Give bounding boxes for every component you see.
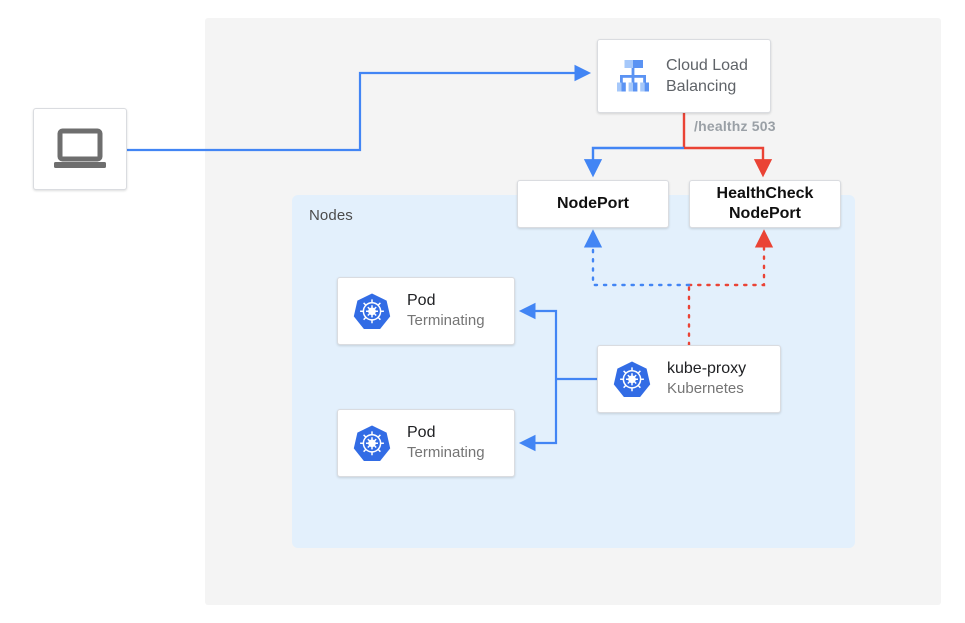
cloud-load-balancing-icon: [611, 54, 655, 98]
laptop-icon: [52, 125, 108, 173]
cloud-load-balancing-label-line1: Cloud Load: [666, 57, 748, 74]
pod-title: Pod: [407, 292, 436, 309]
nodeport-label: NodePort: [557, 195, 629, 212]
healthcheck-nodeport-label-line1: HealthCheck: [716, 185, 814, 202]
pod-status: Terminating: [407, 444, 485, 461]
cloud-load-balancing-label-line2: Balancing: [666, 78, 737, 95]
kube-proxy-labels: kube-proxy Kubernetes: [667, 359, 746, 399]
kube-proxy-card[interactable]: kube-proxy Kubernetes: [597, 345, 781, 413]
nodeport-card[interactable]: NodePort: [517, 180, 669, 228]
healthcheck-nodeport-label-line2: NodePort: [728, 205, 801, 222]
nodes-panel-label: Nodes: [309, 207, 353, 224]
kubernetes-icon: [612, 359, 652, 399]
kubernetes-icon: [352, 423, 392, 463]
client-laptop-card[interactable]: [33, 108, 127, 190]
pod-title: Pod: [407, 424, 436, 441]
cloud-load-balancing-label: Cloud Load Balancing: [666, 55, 748, 97]
pod-labels: Pod Terminating: [407, 291, 485, 331]
healthcheck-nodeport-card[interactable]: HealthCheck NodePort: [689, 180, 841, 228]
healthcheck-nodeport-label: HealthCheck NodePort: [717, 184, 814, 224]
pod-status: Terminating: [407, 312, 485, 329]
kube-proxy-subtitle: Kubernetes: [667, 380, 744, 397]
pod-card[interactable]: Pod Terminating: [337, 409, 515, 477]
cloud-load-balancing-card[interactable]: Cloud Load Balancing: [597, 39, 771, 113]
pod-card[interactable]: Pod Terminating: [337, 277, 515, 345]
pod-labels: Pod Terminating: [407, 423, 485, 463]
kubernetes-icon: [352, 291, 392, 331]
kube-proxy-title: kube-proxy: [667, 360, 747, 377]
healthz-edge-label: /healthz 503: [694, 118, 776, 134]
